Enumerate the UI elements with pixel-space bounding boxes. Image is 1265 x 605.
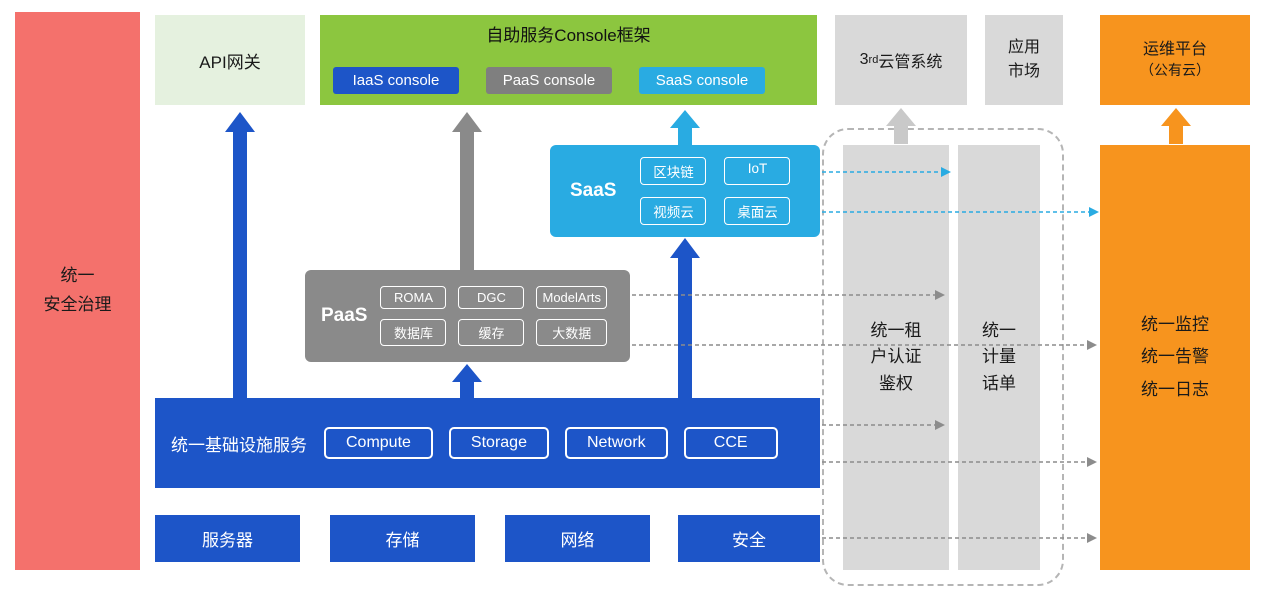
saas-label: SaaS [570,180,617,201]
arrow-paas-to-console [452,112,482,272]
paas-console-button: PaaS console [486,67,612,94]
saas-chip-blockchain: 区块链 [640,157,707,185]
third-party-rest: 云管系统 [878,54,943,71]
infrastructure-label: 统一基础设施服务 [171,435,307,455]
server-box: 服务器 [155,515,300,562]
infra-chip-cce: CCE [683,427,778,459]
saas-chip-grid: 区块链 IoT 视频云 桌面云 [640,157,791,225]
paas-chip-dgc: DGC [458,286,525,309]
storage-box: 存储 [330,515,475,562]
third-party-base: 3 [859,51,869,68]
monitoring-alarm-log-bar: 统一监控 统一告警 统一日志 [1100,145,1250,570]
arrow-saas-to-console [670,110,700,147]
third-party-sup: rd [868,54,879,66]
saas-chip-iot: IoT [724,157,791,185]
console-buttons-row: IaaS console PaaS console SaaS console [320,67,817,94]
security-box: 安全 [678,515,820,562]
saas-console-button: SaaS console [639,67,765,94]
tenant-services-dashed-container [822,128,1064,586]
network-box: 网络 [505,515,650,562]
infra-chip-compute: Compute [324,427,433,459]
dashed-arrow-paas-to-monitoring-head [1087,340,1097,350]
arrow-infra-to-api-gateway [225,112,255,400]
arrow-monitor-to-om-platform [1161,108,1191,144]
paas-label: PaaS [321,305,368,326]
paas-chip-modelarts: ModelArts [536,286,608,309]
api-gateway-box: API网关 [155,15,305,105]
infrastructure-box: 统一基础设施服务 Compute Storage Network CCE [155,398,820,488]
paas-box: PaaS ROMA DGC ModelArts 数据库 缓存 大数据 [305,270,630,362]
security-governance-bar: 统一 安全治理 [15,12,140,570]
console-framework-box: 自助服务Console框架 IaaS console PaaS console … [320,15,817,105]
saas-box: SaaS 区块链 IoT 视频云 桌面云 [550,145,820,237]
om-platform-line2: （公有云） [1140,62,1210,79]
arrow-infra-to-paas [452,364,482,400]
paas-chip-roma: ROMA [380,286,447,309]
paas-chip-bigdata: 大数据 [536,319,608,346]
infra-chip-network: Network [564,427,668,459]
dashed-arrow-security-to-monitoring-head [1087,533,1097,543]
dashed-arrow-infra-to-monitoring-head [1087,457,1097,467]
infra-chip-storage: Storage [448,427,549,459]
saas-chip-desktop-cloud: 桌面云 [724,197,791,225]
dashed-arrow-saas-to-monitoring-head [1089,207,1099,217]
tenant-auth-bar: 统一租 户认证 鉴权 [843,145,949,570]
metering-bar: 统一 计量 话单 [958,145,1040,570]
iaas-console-button: IaaS console [333,67,459,94]
paas-chip-database: 数据库 [380,319,447,346]
paas-chip-grid: ROMA DGC ModelArts 数据库 缓存 大数据 [380,286,608,346]
paas-chip-cache: 缓存 [458,319,525,346]
console-framework-title: 自助服务Console框架 [486,26,651,45]
infrastructure-chip-row: Compute Storage Network CCE [324,427,778,459]
saas-chip-video-cloud: 视频云 [640,197,707,225]
arrow-infra-to-saas [670,238,700,400]
om-platform-line1: 运维平台 [1142,41,1207,58]
app-market-box: 应用 市场 [985,15,1063,105]
om-platform-box: 运维平台 （公有云） [1100,15,1250,105]
